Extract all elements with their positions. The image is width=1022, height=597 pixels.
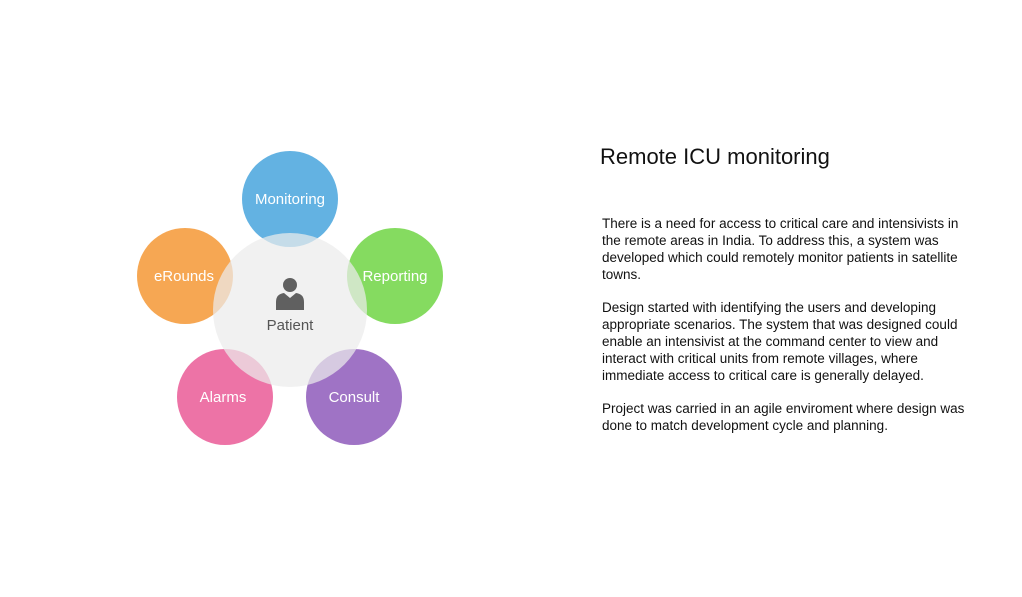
node-monitoring-label: Monitoring bbox=[255, 191, 325, 208]
node-erounds-circle bbox=[137, 228, 233, 324]
node-reporting: Reporting bbox=[347, 228, 443, 324]
node-reporting-circle bbox=[347, 228, 443, 324]
node-reporting-label: Reporting bbox=[362, 268, 427, 285]
node-monitoring-circle bbox=[242, 151, 338, 247]
center-node: Patient bbox=[213, 233, 367, 387]
center-label: Patient bbox=[267, 317, 315, 334]
node-erounds-label: eRounds bbox=[154, 268, 214, 285]
description-paragraph-2: Design started with identifying the user… bbox=[602, 300, 958, 383]
diagram-canvas: Monitoring Reporting Consult Alarms eRou… bbox=[137, 151, 443, 445]
patient-care-diagram: Monitoring Reporting Consult Alarms eRou… bbox=[137, 151, 443, 445]
node-monitoring: Monitoring bbox=[242, 151, 338, 247]
person-icon bbox=[276, 278, 304, 310]
page-title: Remote ICU monitoring bbox=[600, 144, 830, 169]
node-consult-label: Consult bbox=[329, 389, 381, 406]
description-paragraph-1: There is a need for access to critical c… bbox=[602, 216, 959, 282]
node-erounds: eRounds bbox=[137, 228, 233, 324]
node-alarms-label: Alarms bbox=[200, 389, 247, 406]
description-paragraph-3: Project was carried in an agile envirome… bbox=[602, 401, 965, 433]
project-description: Remote ICU monitoring There is a need fo… bbox=[600, 143, 972, 434]
